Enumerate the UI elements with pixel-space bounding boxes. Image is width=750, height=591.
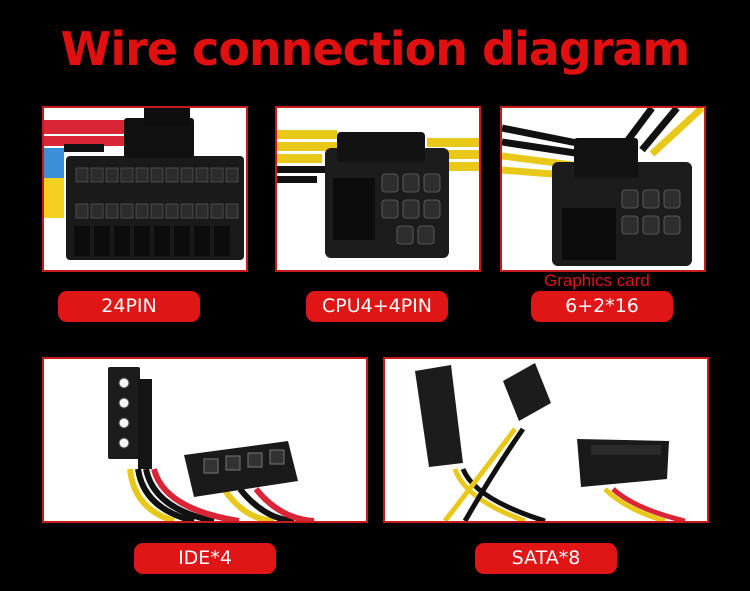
connector-cpu-illustration bbox=[277, 130, 479, 258]
panel-sata-image bbox=[383, 357, 709, 523]
label-cpu-4-4pin: CPU4+4PIN bbox=[306, 291, 448, 322]
label-sata-8: SATA*8 bbox=[475, 543, 617, 574]
label-24pin: 24PIN bbox=[58, 291, 200, 322]
page-title: Wire connection diagram bbox=[60, 22, 691, 76]
panel-cpu-image bbox=[275, 106, 481, 272]
connector-sata-illustration bbox=[415, 363, 686, 521]
connector-ide-illustration bbox=[108, 367, 315, 521]
panel-graphics-card-image bbox=[500, 106, 706, 272]
panel-24pin-image bbox=[42, 106, 248, 272]
graphics-card-caption: Graphics card bbox=[544, 271, 650, 290]
connector-24pin-illustration bbox=[44, 108, 244, 260]
label-ide-4: IDE*4 bbox=[134, 543, 276, 574]
label-6-2-16: 6+2*16 bbox=[531, 291, 673, 322]
panel-ide-image bbox=[42, 357, 368, 523]
connector-gpu-illustration bbox=[502, 108, 704, 266]
